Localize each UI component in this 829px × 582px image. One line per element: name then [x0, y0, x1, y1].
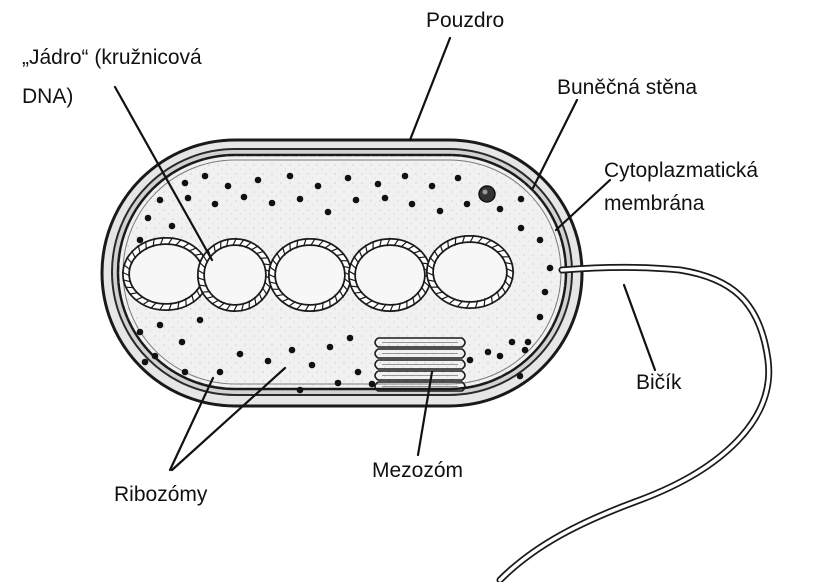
ribosome-dot [518, 196, 525, 203]
ribosome-dot [402, 173, 409, 180]
dna-loop [197, 238, 273, 312]
label-jadro-line1: „Jádro“ (kružnicová [22, 45, 202, 70]
ribosome-dot [409, 201, 416, 208]
ribosome-dot [241, 194, 248, 201]
ribosome-dot [455, 175, 462, 182]
ribosome-dot [485, 349, 492, 356]
ribosome-dot [212, 201, 219, 208]
ribosome-dot [185, 195, 192, 202]
ribosome-dot [537, 314, 544, 321]
label-bunecna-stena: Buněčná stěna [557, 75, 697, 100]
ribosome-dot [142, 359, 149, 366]
ribosome-dot [522, 347, 529, 354]
ribosome-dot [265, 358, 272, 365]
ribosome-dot [429, 183, 436, 190]
pointer-pouzdro [410, 38, 450, 140]
ribosome-dot [297, 387, 304, 394]
ribosome-dot [182, 369, 189, 376]
label-bicik: Bičík [636, 370, 682, 395]
ribosome-dot [297, 196, 304, 203]
ribosome-dot [197, 317, 204, 324]
ribosome-dot [145, 215, 152, 222]
ribosome-dot [509, 339, 516, 346]
ribosome-dot [335, 380, 342, 387]
ribosome-dot [547, 265, 554, 272]
ribosome-dot [309, 362, 316, 369]
pointer-stena [533, 100, 577, 188]
label-cytoplazmaticka-line2: membrána [604, 191, 704, 216]
nucleoid-dna [122, 235, 514, 312]
ribosome-dot [355, 369, 362, 376]
ribosome-dot [382, 195, 389, 202]
ribosome-dot [347, 335, 354, 342]
ribosome-dot [325, 209, 332, 216]
label-ribozomy: Ribozómy [114, 482, 207, 507]
ribosome-dot [542, 289, 549, 296]
label-mezozom: Mezozóm [372, 458, 463, 483]
ribosome-dot [537, 237, 544, 244]
ribosome-dot [327, 344, 334, 351]
ribosome-dot [202, 173, 209, 180]
ribosome-dot [517, 373, 524, 380]
ribosome-dot [497, 353, 504, 360]
ribosome-dot [169, 223, 176, 230]
ribosome-dot [467, 357, 474, 364]
label-jadro-line2: DNA) [22, 84, 73, 109]
ribosome-dot [287, 173, 294, 180]
ribosome-dot [269, 200, 276, 207]
ribosome-dot [137, 329, 144, 336]
dna-loop [426, 235, 514, 309]
ribosome-dot [525, 339, 532, 346]
ribosome-dot [237, 351, 244, 358]
ribosome-dot [152, 353, 159, 360]
pointer-bicik [624, 285, 655, 370]
dna-loop [122, 237, 210, 311]
dna-loop [348, 238, 432, 312]
ribosome-dot [518, 225, 525, 232]
ribosome-dot [225, 183, 232, 190]
label-cytoplazmaticka-line1: Cytoplazmatická [604, 158, 758, 183]
ribosome-dot [157, 322, 164, 329]
ribosome-dot [255, 177, 262, 184]
dna-loop [268, 238, 352, 312]
ribosome-dot [353, 197, 360, 204]
ribosome-dot [464, 201, 471, 208]
ribosome-dot [182, 180, 189, 187]
ribosome-dot [437, 208, 444, 215]
ribosome-dot [315, 183, 322, 190]
ribosome-dot [497, 206, 504, 213]
inclusion-granule [479, 186, 495, 202]
ribosome-dot [375, 181, 382, 188]
ribosome-dot [137, 237, 144, 244]
ribosome-dot [217, 369, 224, 376]
ribosome-dot [157, 197, 164, 204]
ribosome-dot [179, 339, 186, 346]
label-pouzdro: Pouzdro [426, 8, 504, 33]
ribosome-dot [289, 347, 296, 354]
ribosome-dot [345, 175, 352, 182]
